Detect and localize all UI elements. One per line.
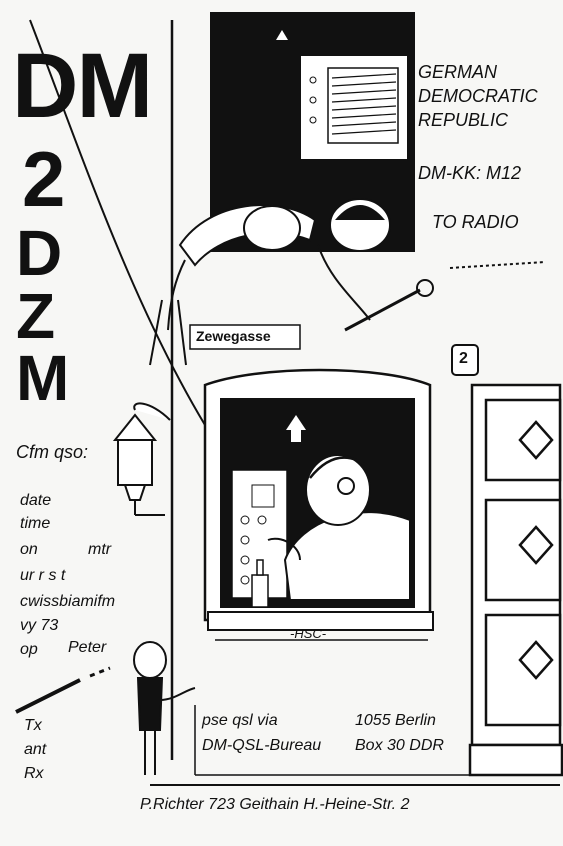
callsign-suffix: DZM	[16, 217, 70, 415]
field-rx: Rx	[24, 765, 44, 782]
field-rst: ur r s t	[20, 567, 66, 584]
boy-figure	[133, 641, 196, 775]
country-line1: GERMAN	[418, 62, 498, 82]
callsign-digit: 2	[22, 135, 65, 223]
field-mtr: mtr	[88, 541, 112, 558]
field-op: op	[20, 641, 38, 658]
street-sign: Zewegasse	[196, 328, 271, 344]
window-label: -HSC-	[290, 626, 327, 641]
to-radio: TO RADIO	[432, 212, 519, 232]
field-on: on	[20, 541, 38, 558]
street-sign-frame	[189, 324, 301, 350]
confirm-qso: Cfm qso:	[16, 442, 89, 462]
door	[468, 383, 563, 777]
field-tx: Tx	[24, 717, 42, 734]
street-lantern	[112, 402, 171, 516]
locator: DM-KK: M12	[418, 163, 522, 183]
address: P.Richter 723 Geithain H.-Heine-Str. 2	[140, 796, 410, 813]
field-vy73: vy 73	[20, 617, 59, 634]
qsl-box: Box 30 DDR	[355, 737, 444, 754]
field-ant: ant	[24, 741, 47, 758]
operator-name: Peter	[68, 639, 107, 656]
house-number: 2	[459, 350, 468, 367]
qsl-bureau: DM-QSL-Bureau	[202, 737, 322, 754]
window-sill	[207, 611, 434, 631]
scissors	[149, 299, 187, 366]
field-date: date	[20, 492, 52, 509]
qsl-city: 1055 Berlin	[355, 712, 436, 729]
upper-window-lamp	[276, 30, 288, 40]
country-line3: REPUBLIC	[418, 110, 509, 130]
qsl-pse: pse qsl via	[202, 712, 278, 729]
country-line2: DEMOCRATIC	[418, 86, 538, 106]
house-number-plate	[451, 344, 479, 376]
signature-stroke	[15, 678, 81, 714]
field-time: time	[20, 515, 51, 532]
antenna-wire	[29, 19, 206, 426]
field-modes: cwissbiamifm	[20, 593, 116, 610]
callsign-dm: DM	[12, 35, 153, 137]
